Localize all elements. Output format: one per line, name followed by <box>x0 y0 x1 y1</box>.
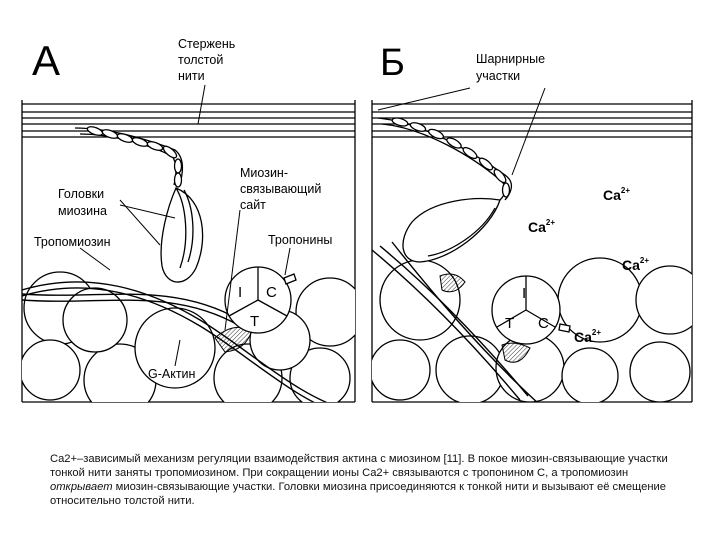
troponin-t-label-b: T <box>505 315 514 332</box>
actin-spheres-a <box>22 271 355 402</box>
myosin-rod-a <box>74 126 184 188</box>
panel-a-frame <box>21 100 356 403</box>
leader-lines-b <box>377 87 546 176</box>
actin-myosin-diagram: I C T А Стержень толстой нити Головки ми… <box>21 37 693 403</box>
rod-label-line-3: нити <box>178 69 205 83</box>
myosin-heads-label: Головки миозина <box>58 187 108 218</box>
rod-label-line-2: толстой <box>178 53 223 67</box>
caption-part-1: Ca2+–зависимый механизм регуляции взаимо… <box>50 453 668 479</box>
ca-ion-4: Ca2+ <box>574 328 601 345</box>
panel-b-letter: Б <box>380 42 405 84</box>
tropomyosin-strand-a <box>22 281 328 402</box>
myosin-heads-b <box>402 197 501 263</box>
ca-ion-1: Ca2+ <box>603 186 630 203</box>
hinge-label-line-1: Шарнирные <box>476 52 545 66</box>
binding-site-label-line-3: сайт <box>240 198 266 212</box>
thick-filament-b <box>372 103 692 138</box>
troponin-complex-a <box>224 266 297 334</box>
troponin-i-label-a: I <box>238 284 242 301</box>
ca-ion-3: Ca2+ <box>622 256 649 273</box>
myosin-heads-a <box>160 187 204 283</box>
panel-a-letter: А <box>32 37 60 84</box>
caption-part-2: миозин-связывающие участки. Головки миоз… <box>50 481 667 507</box>
troponins-label: Тропонины <box>268 233 332 247</box>
troponin-c-label-a: C <box>266 284 277 301</box>
caption-emphasis: открывает <box>50 481 113 493</box>
g-actin-label: G-Актин <box>148 367 196 381</box>
panel-a: I C T А Стержень толстой нити Головки ми… <box>21 37 356 403</box>
panel-b: I T C Б Шарнирные участки Ca2+ Ca2+ Ca2+… <box>371 42 693 403</box>
tropomyosin-label: Тропомиозин <box>34 235 111 249</box>
troponin-c-label-b: C <box>538 315 549 332</box>
binding-site-b <box>501 342 531 363</box>
myosin-heads-label-line-1: Головки <box>58 187 104 201</box>
calcium-ions: Ca2+ Ca2+ Ca2+ Ca2+ <box>528 186 649 345</box>
troponin-complex-b <box>491 275 571 345</box>
rod-label: Стержень толстой нити <box>178 37 239 83</box>
troponin-i-label-b: I <box>522 285 526 302</box>
thick-filament-a <box>22 103 355 138</box>
binding-site-label-line-1: Миозин- <box>240 166 288 180</box>
binding-site-label-line-2: связывающий <box>240 182 321 196</box>
ca-ion-2: Ca2+ <box>528 218 555 235</box>
tropomyosin-strand-b <box>372 241 538 402</box>
rod-label-line-1: Стержень <box>178 37 235 51</box>
binding-site-label: Миозин- связывающий сайт <box>240 166 325 212</box>
leader-lines-a <box>79 84 291 367</box>
hinge-label: Шарнирные участки <box>476 52 549 83</box>
myosin-heads-label-line-2: миозина <box>58 204 107 218</box>
figure-caption: Ca2+–зависимый механизм регуляции взаимо… <box>50 452 690 508</box>
troponin-t-label-a: T <box>250 313 259 330</box>
hinge-label-line-2: участки <box>476 69 520 83</box>
binding-site-b2 <box>439 273 466 293</box>
myosin-rod-b <box>377 117 513 201</box>
